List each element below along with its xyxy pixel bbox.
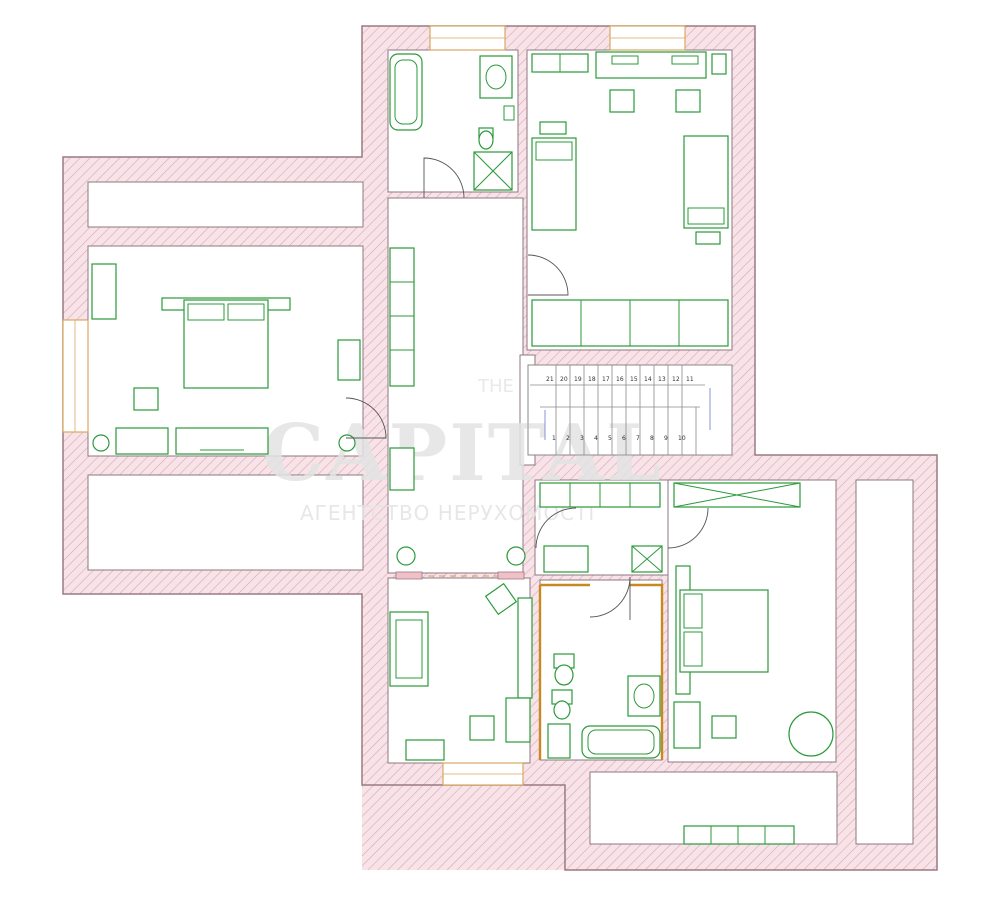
stair-number: 18	[588, 376, 596, 383]
stair-numbers-bottom: 1 2 3 4 5 6 7 8 9 10	[552, 435, 686, 442]
doors	[345, 157, 709, 620]
stair-number: 2	[566, 435, 570, 442]
left-bedroom-furniture	[91, 263, 361, 455]
stair-number: 17	[602, 376, 610, 383]
double-bed-icon	[183, 299, 269, 389]
windows	[62, 25, 686, 786]
stair-number: 20	[560, 376, 568, 383]
stair-number: 14	[644, 376, 652, 383]
stair-number: 6	[622, 435, 626, 442]
sink-icon	[479, 55, 513, 99]
stair-number: 7	[636, 435, 640, 442]
dresser-icon	[673, 701, 701, 749]
washer-icon	[543, 545, 589, 573]
stair-number: 13	[658, 376, 666, 383]
double-bed-icon	[679, 589, 769, 673]
top-bathroom-fixtures	[389, 53, 515, 191]
chair-icon	[675, 89, 701, 113]
sink-icon	[627, 675, 661, 717]
stair-number: 5	[608, 435, 612, 442]
stair-number: 9	[664, 435, 668, 442]
nightstand-icon	[337, 339, 361, 381]
chair-icon	[484, 582, 518, 616]
stair-number: 3	[580, 435, 584, 442]
round-table-icon	[788, 711, 834, 757]
bench-icon	[389, 447, 415, 491]
stair-number: 4	[594, 435, 598, 442]
bed-icon	[683, 135, 729, 229]
stair-numbers-top: 21 20 19 18 17 16 15 14 13 12 11	[546, 376, 694, 383]
chair-icon	[609, 89, 635, 113]
hall-furniture	[389, 247, 526, 566]
desk-icon	[517, 597, 533, 699]
bed-icon	[531, 137, 577, 231]
middle-bathroom	[538, 545, 664, 760]
landing-furniture	[539, 482, 801, 508]
cabinet-icon	[683, 825, 795, 845]
desk-icon	[115, 427, 169, 455]
bathtub-icon	[581, 725, 661, 759]
stair-number: 1	[552, 435, 556, 442]
chair-icon	[469, 715, 495, 741]
shelf-icon	[505, 697, 531, 743]
plant-icon	[396, 546, 416, 566]
armchair-icon	[133, 387, 159, 411]
stair-number: 8	[650, 435, 654, 442]
stair-number: 21	[546, 376, 554, 383]
stair-number: 10	[678, 435, 686, 442]
cabinet-icon	[405, 739, 445, 761]
stair-number: 16	[616, 376, 624, 383]
study-furniture	[389, 582, 533, 761]
right-bedroom-furniture	[673, 565, 834, 757]
plant-icon	[506, 546, 526, 566]
plant-icon	[338, 434, 356, 452]
dresser-icon	[91, 263, 117, 320]
plant-icon	[92, 434, 110, 452]
armchair-icon	[711, 715, 737, 739]
bottom-storage-furniture	[683, 825, 795, 845]
stair-number: 15	[630, 376, 638, 383]
watermark-the: THE	[477, 376, 514, 397]
stair-number: 19	[574, 376, 582, 383]
bathtub-icon	[389, 53, 423, 131]
hall-wardrobe-icon	[389, 247, 415, 387]
stair-number: 12	[672, 376, 680, 383]
kids-room-furniture	[531, 51, 729, 347]
stair-number: 11	[686, 376, 694, 383]
